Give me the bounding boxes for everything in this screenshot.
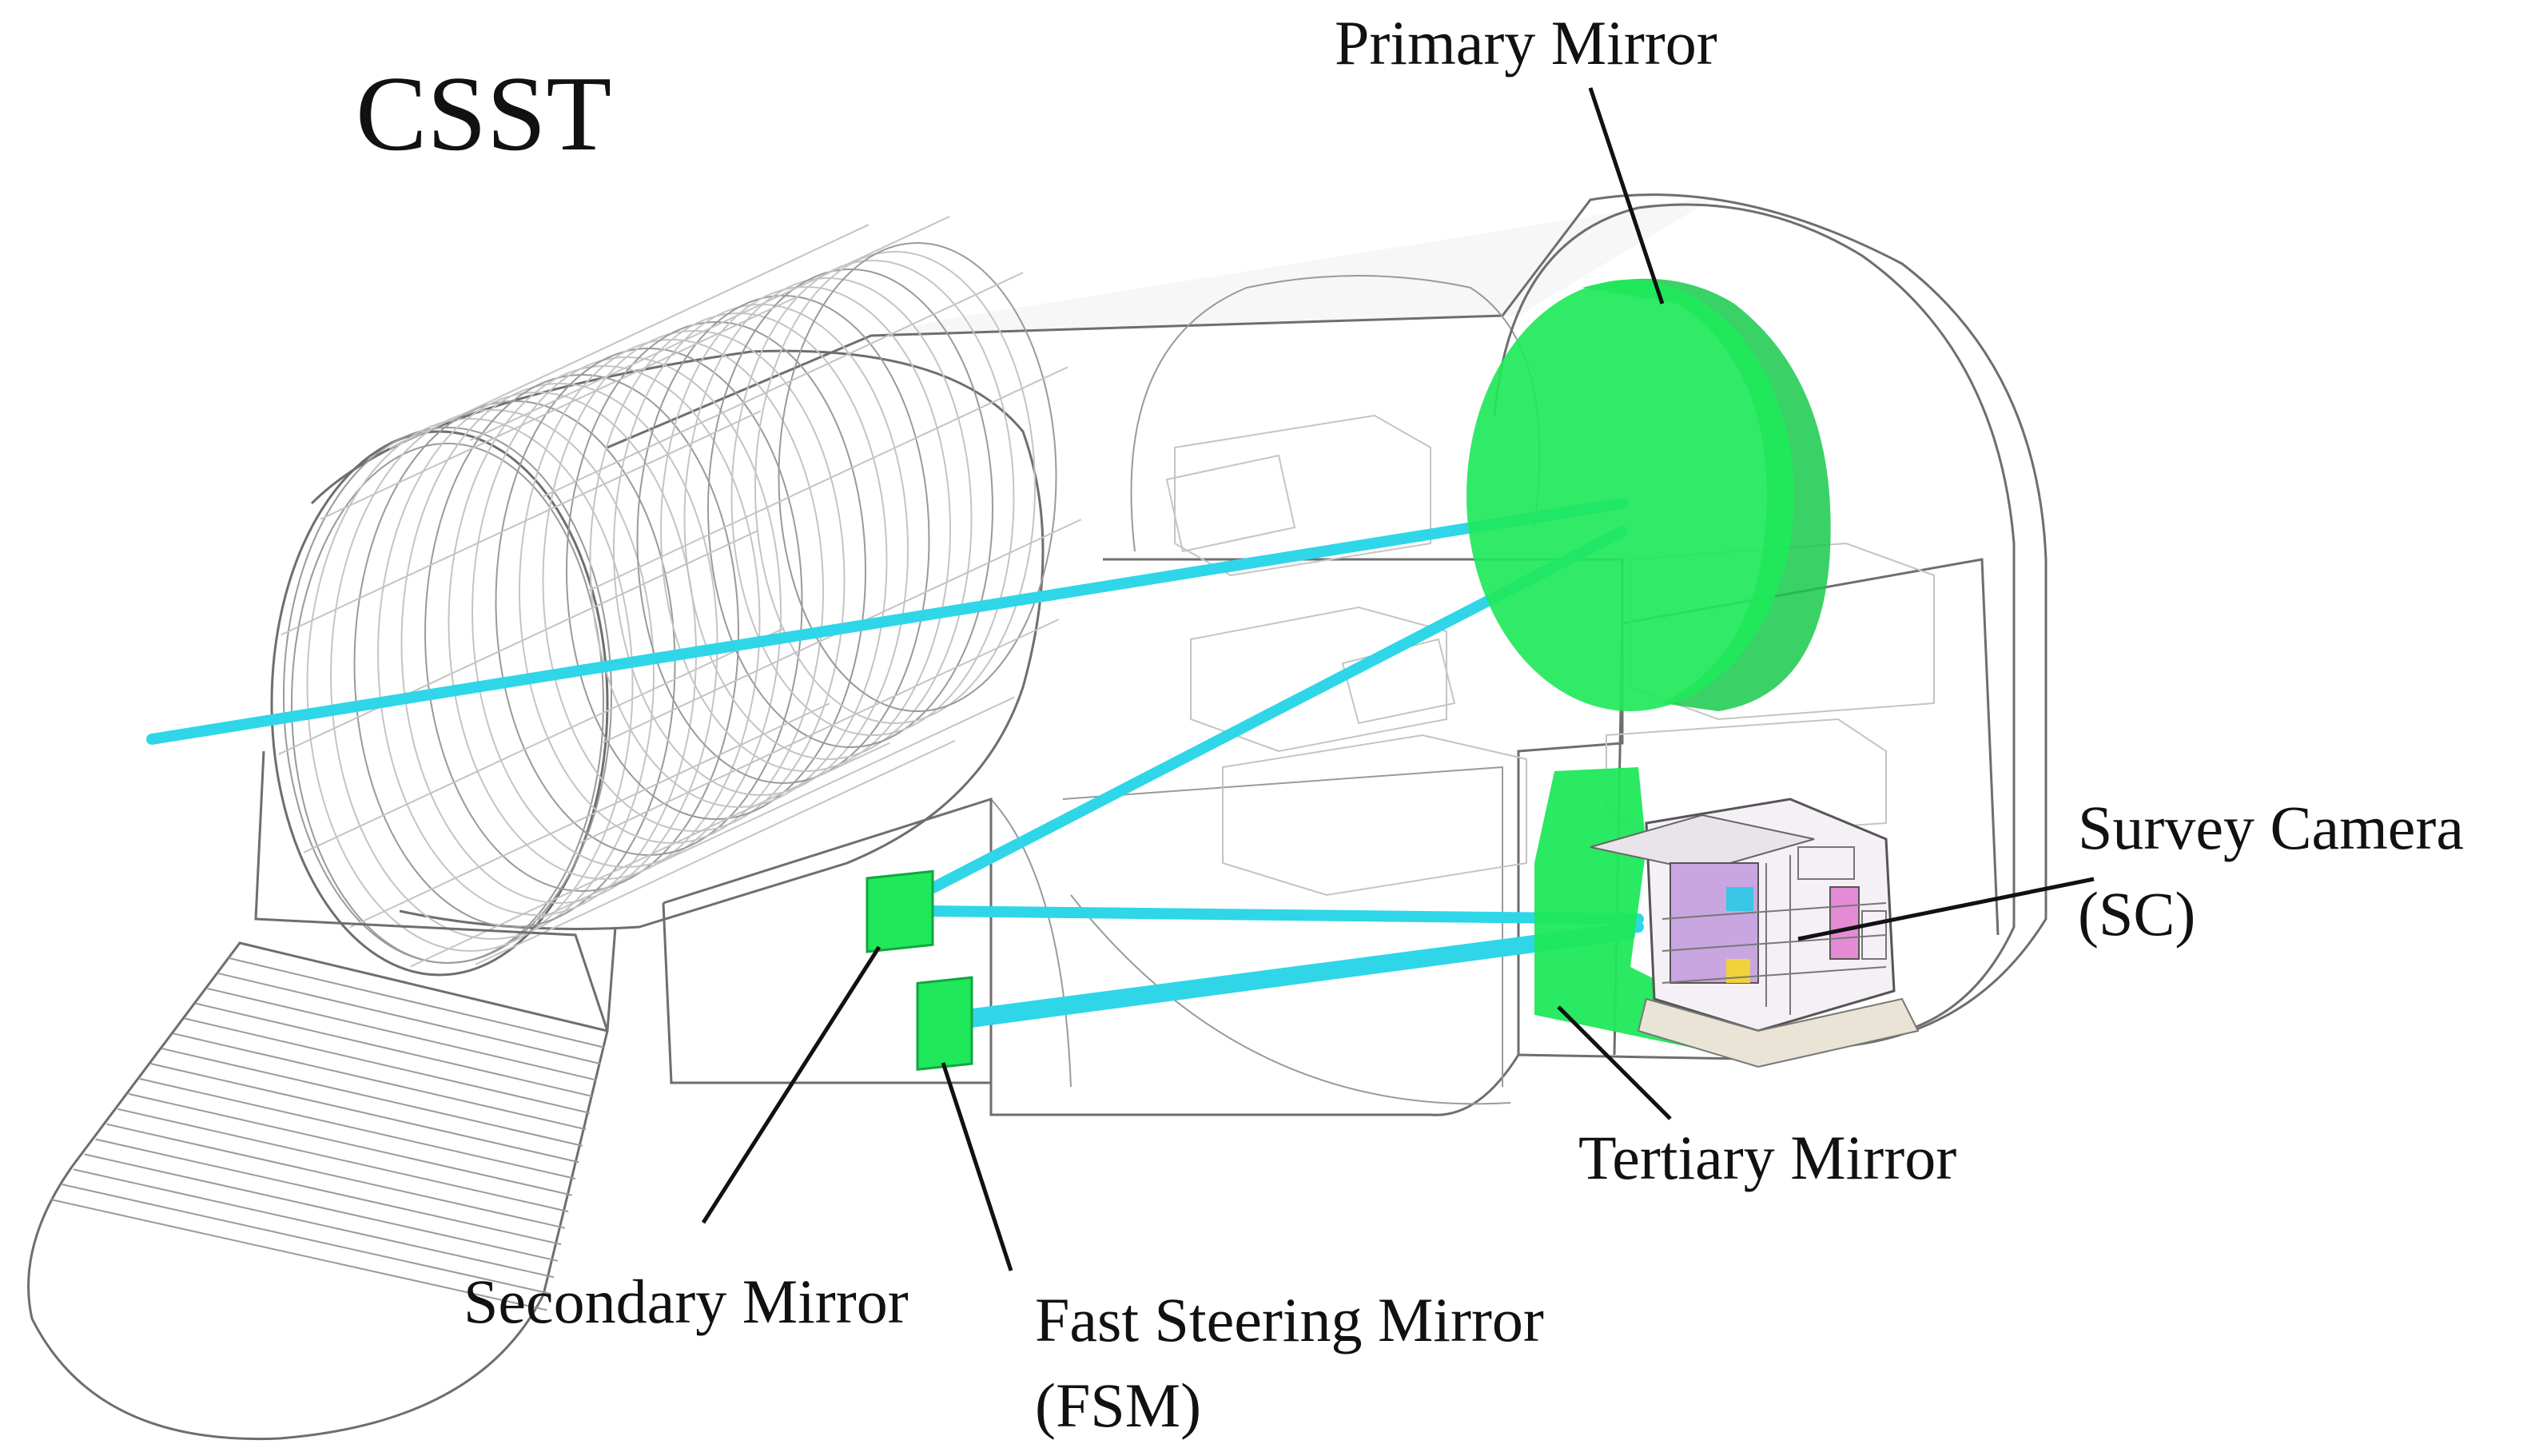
door-slat xyxy=(206,987,597,1081)
door-slat xyxy=(184,1017,591,1114)
door-slat xyxy=(150,1063,579,1164)
door-slats xyxy=(50,957,604,1311)
door-slat xyxy=(228,957,604,1048)
barrel-rib xyxy=(306,418,634,952)
label-fsm-line1: Fast Steering Mirror xyxy=(1035,1285,1544,1355)
barrel-stringer xyxy=(475,739,956,965)
label-secondary-mirror: Secondary Mirror xyxy=(464,1267,909,1336)
label-tertiary-mirror: Tertiary Mirror xyxy=(1578,1123,1956,1192)
barrel-ribs xyxy=(283,242,1057,964)
barrel-stringer xyxy=(278,529,759,755)
door-slat xyxy=(117,1108,569,1213)
door-slat xyxy=(161,1048,583,1147)
door-slat xyxy=(128,1092,572,1196)
barrel-stringer xyxy=(410,742,890,968)
door-slat xyxy=(217,972,601,1065)
door-slat xyxy=(50,1199,547,1311)
aperture-door xyxy=(27,941,609,1441)
beam-tertiary-to-fsm xyxy=(961,921,1644,1020)
camera-panel-pink xyxy=(1829,886,1860,960)
beam-fsm-return xyxy=(966,930,1635,1028)
barrel-stringer xyxy=(534,696,1015,922)
door-outline xyxy=(27,941,609,1441)
barrel-rib xyxy=(660,286,951,772)
body-bottom-curve xyxy=(1070,894,1511,1105)
barrel-rib xyxy=(589,312,888,808)
primary-mirror-face xyxy=(1466,280,1794,711)
barrel-rib xyxy=(754,251,1036,724)
leader-secondary-mirror xyxy=(701,945,881,1224)
barrel-stringer xyxy=(388,224,870,450)
barrel-stringer xyxy=(587,366,1069,592)
leader-tertiary-mirror xyxy=(1557,1005,1672,1120)
camera-top-plate xyxy=(1590,814,1815,873)
door-slat xyxy=(73,1168,555,1279)
barrel-front-rim-inner xyxy=(291,443,604,964)
body-front-edge xyxy=(1103,558,1624,1055)
light-path xyxy=(146,498,1644,1028)
door-slat xyxy=(95,1138,562,1246)
label-primary-mirror: Primary Mirror xyxy=(1335,8,1717,78)
body-bottom-box xyxy=(663,797,993,1087)
label-survey-camera-line2: (SC) xyxy=(2078,879,2195,949)
barrel-stringer xyxy=(349,702,830,929)
door-slat xyxy=(84,1153,559,1262)
beam-secondary-to-tertiary xyxy=(921,905,1644,925)
survey-camera xyxy=(1590,798,1920,1068)
door-slat xyxy=(195,1002,594,1098)
leader-fsm xyxy=(941,1062,1013,1271)
barrel-stringer xyxy=(281,410,762,636)
barrel-outline xyxy=(310,349,1045,929)
barrel-rib xyxy=(636,295,930,784)
barrel-rib xyxy=(778,242,1057,712)
camera-panel-yellow xyxy=(1726,959,1750,983)
label-fsm-line2: (FSM) xyxy=(1035,1370,1201,1440)
barrel-rib xyxy=(566,321,866,820)
secondary-mirror xyxy=(866,869,934,953)
barrel-rib xyxy=(707,269,993,748)
tertiary-mirror xyxy=(1534,767,1758,1055)
diagram-title: CSST xyxy=(356,54,611,173)
door-slat xyxy=(173,1032,587,1131)
label-survey-camera-line1: Survey Camera xyxy=(2078,793,2464,862)
barrel-stringer xyxy=(320,294,801,520)
barrel-stringers xyxy=(278,215,1082,968)
barrel-rib xyxy=(330,409,655,940)
barrel-rib xyxy=(283,427,612,964)
primary-housing-ring xyxy=(1493,203,2016,1040)
leader-primary-mirror xyxy=(1588,87,1665,304)
barrel-rib xyxy=(353,400,676,928)
incoming-beam xyxy=(146,498,1628,745)
camera-details xyxy=(1661,846,1887,1015)
fast-steering-mirror xyxy=(916,976,973,1071)
barrel-stringer xyxy=(469,215,950,441)
door-slat xyxy=(62,1183,551,1295)
primary-mirror xyxy=(1466,278,1831,711)
camera-panel-cyan xyxy=(1726,887,1753,911)
barrel-stringer xyxy=(303,627,784,853)
door-slat xyxy=(139,1078,576,1180)
body-top-surface xyxy=(871,196,1718,336)
barrel-rib xyxy=(683,277,973,760)
barrel-support xyxy=(254,750,617,1032)
camera-base xyxy=(1637,997,1920,1068)
barrel-stringer xyxy=(543,272,1024,498)
leader-survey-camera xyxy=(1797,877,2095,941)
door-slat xyxy=(106,1123,565,1229)
barrel-rib xyxy=(730,260,1015,736)
barrel-stringer xyxy=(579,619,1060,845)
